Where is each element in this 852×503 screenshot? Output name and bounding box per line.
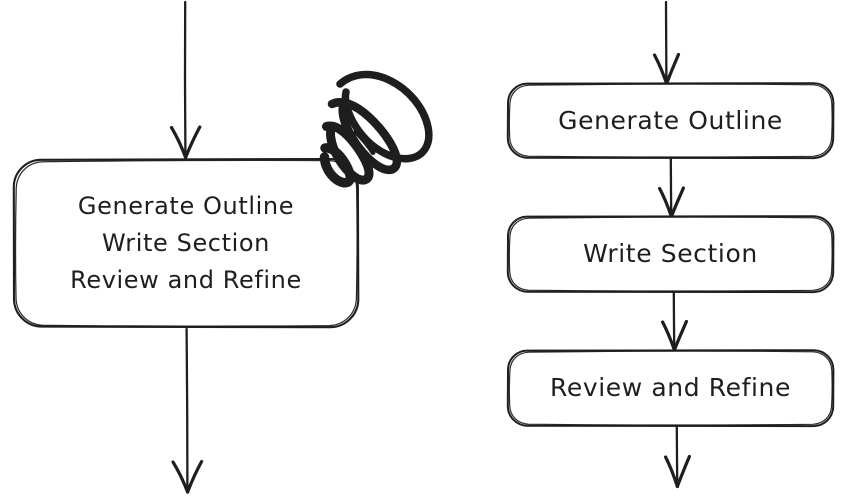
seq-arrow-out (664, 425, 691, 489)
merged-arrow-in (169, 0, 202, 160)
seq-arrow-in (652, 0, 681, 86)
scribble-strikeout-mark (319, 70, 433, 188)
seq-arrow-1 (658, 157, 685, 219)
merged-panel (12, 0, 433, 494)
merged-arrow-out (171, 327, 204, 494)
node-review-refine[interactable] (506, 349, 835, 428)
node-generate-outline[interactable] (506, 82, 835, 160)
merged-node[interactable] (12, 157, 360, 329)
node-write-section[interactable] (506, 215, 835, 294)
sequential-panel (506, 0, 835, 489)
seq-arrow-2 (661, 291, 688, 352)
